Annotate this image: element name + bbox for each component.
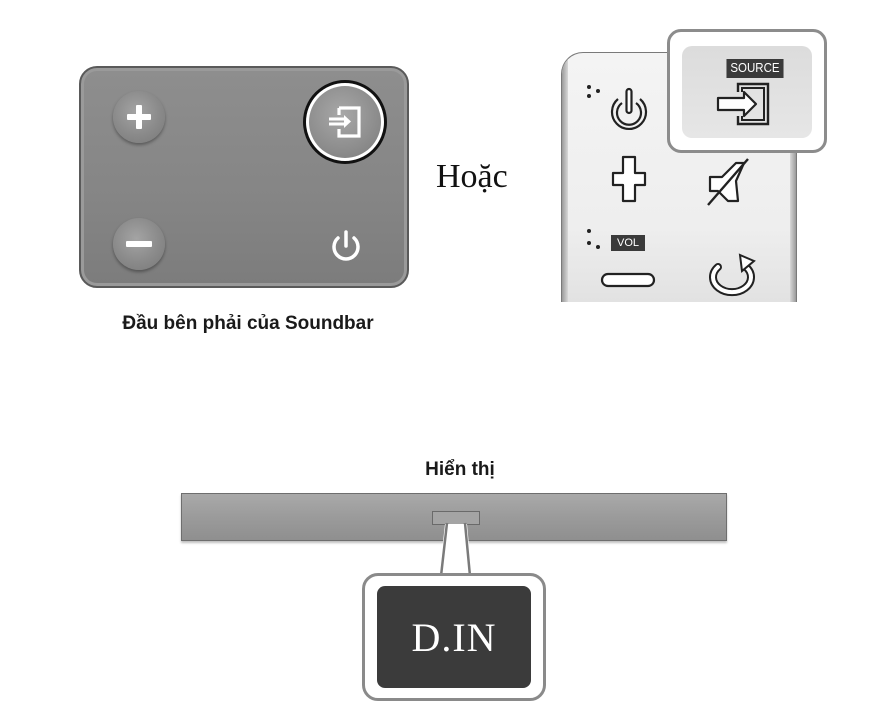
or-label: Hoặc — [436, 158, 508, 195]
minus-icon — [126, 241, 152, 247]
remote-source-highlight: SOURCE — [667, 29, 827, 153]
minus-icon[interactable] — [600, 272, 656, 288]
display-value: D.IN — [411, 614, 497, 660]
source-key-area[interactable]: SOURCE — [682, 46, 812, 138]
plus-icon[interactable] — [611, 155, 647, 203]
mute-icon[interactable] — [707, 158, 749, 206]
volume-up-button[interactable] — [113, 91, 165, 143]
source-input-icon — [329, 106, 361, 138]
remote-buttons — [587, 85, 756, 297]
plus-icon — [127, 105, 151, 129]
vol-label: VOL — [611, 235, 645, 251]
power-icon[interactable] — [610, 87, 648, 130]
soundbar-front — [181, 493, 727, 541]
source-button[interactable] — [309, 86, 381, 158]
power-button[interactable] — [321, 221, 371, 271]
power-icon — [332, 230, 360, 261]
display-screen: D.IN — [377, 586, 531, 688]
soundbar-right-end-panel — [79, 66, 409, 288]
source-input-icon — [716, 82, 770, 126]
remote-edge — [790, 53, 796, 302]
source-label: SOURCE — [726, 59, 784, 78]
repeat-icon[interactable] — [709, 253, 756, 297]
display-window — [432, 511, 480, 525]
display-label: Hiển thị — [425, 459, 495, 480]
remote-edge — [562, 53, 568, 302]
dots-icon — [587, 85, 600, 98]
volume-down-button[interactable] — [113, 218, 165, 270]
panel-caption: Đầu bên phải của Soundbar — [122, 313, 374, 334]
display-callout: D.IN — [362, 573, 546, 701]
dots-icon — [587, 229, 600, 249]
